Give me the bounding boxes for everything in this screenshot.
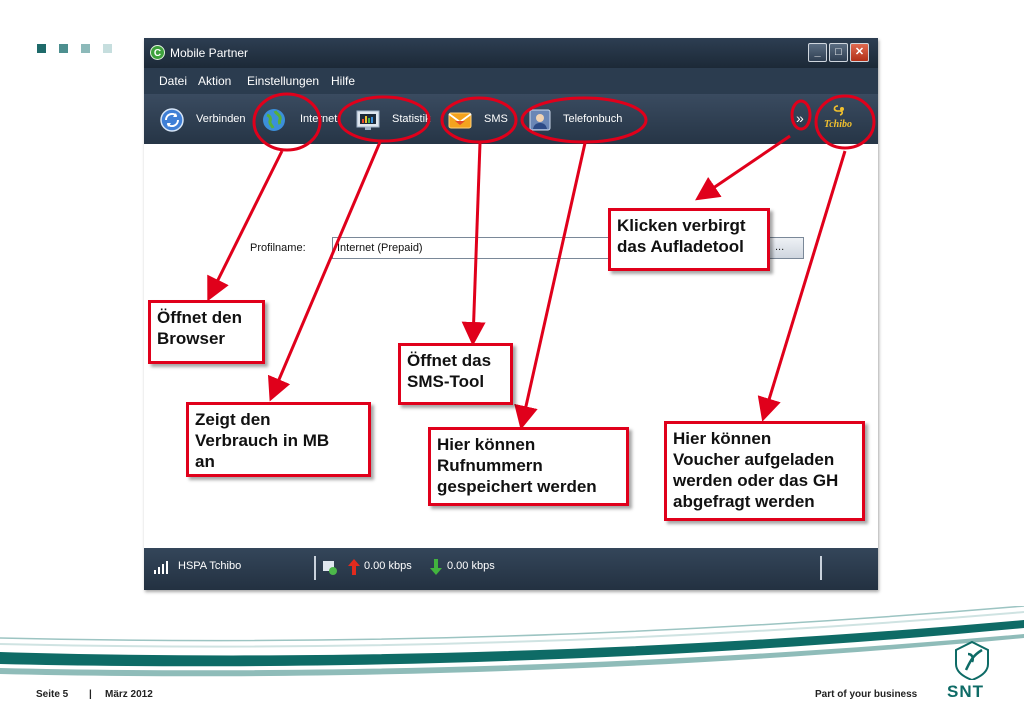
slide-bullet-4	[103, 44, 112, 53]
connect-button[interactable]: Verbinden	[160, 108, 250, 132]
footer-tagline: Part of your business	[815, 689, 918, 700]
slide-bullet-1	[37, 44, 46, 53]
statistics-button[interactable]: Statistik	[356, 108, 436, 132]
signal-strength-icon	[154, 561, 168, 574]
profile-name-label: Profilname:	[250, 242, 306, 254]
connect-icon	[160, 108, 184, 132]
title-bar: C Mobile Partner _ □ ✕	[144, 38, 878, 68]
app-icon: C	[150, 45, 165, 60]
sms-button[interactable]: SMS	[448, 108, 518, 132]
expand-more-button[interactable]: »	[794, 108, 808, 132]
statistics-label: Statistik	[392, 113, 431, 125]
menu-einstellungen[interactable]: Einstellungen	[247, 74, 320, 88]
status-bar: HSPA Tchibo 0.00 kbps 0.00 kbps	[144, 548, 878, 590]
toolbar: Verbinden Internet Statistik	[144, 94, 878, 144]
snt-logo-icon	[955, 640, 989, 680]
phonebook-button[interactable]: Telefonbuch	[528, 108, 638, 132]
internet-label: Internet	[300, 113, 338, 125]
footer-separator: |	[89, 689, 92, 700]
callout-sms-tool: Öffnet das SMS-Tool	[398, 343, 513, 405]
phonebook-label: Telefonbuch	[563, 113, 623, 125]
minimize-button[interactable]: _	[808, 43, 827, 62]
menu-aktion[interactable]: Aktion	[198, 74, 232, 88]
envelope-icon	[448, 112, 472, 129]
internet-button[interactable]: Internet	[262, 108, 342, 132]
slide-bullet-2	[59, 44, 68, 53]
maximize-button[interactable]: □	[829, 43, 848, 62]
upload-speed: 0.00 kbps	[364, 560, 412, 572]
callout-voucher: Hier können Voucher aufgeladen werden od…	[664, 421, 865, 521]
connect-label: Verbinden	[196, 113, 246, 125]
footer-date: März 2012	[105, 689, 153, 700]
download-speed: 0.00 kbps	[447, 560, 495, 572]
menu-bar: Datei Aktion Einstellungen Hilfe	[144, 68, 878, 94]
statistics-icon	[356, 110, 380, 130]
callout-hide-tool: Klicken verbirgt das Aufladetool	[608, 208, 770, 271]
upload-arrow-icon	[348, 559, 360, 575]
chevron-double-right-icon: »	[796, 110, 804, 126]
status-divider	[314, 556, 316, 580]
window-title: Mobile Partner	[170, 46, 249, 60]
slide-bullet-3	[81, 44, 90, 53]
menu-hilfe[interactable]: Hilfe	[331, 74, 356, 88]
tchibo-label: Tchibo	[824, 119, 852, 130]
snt-logo-text: SNT	[947, 682, 984, 701]
phonebook-icon	[529, 109, 551, 131]
callout-phone-numbers: Hier können Rufnummern gespeichert werde…	[428, 427, 629, 506]
callout-browser: Öffnet den Browser	[148, 300, 265, 364]
network-status: HSPA Tchibo	[178, 560, 242, 572]
profile-name-value: Internet (Prepaid)	[337, 242, 423, 254]
page-number: Seite 5	[36, 689, 69, 700]
menu-datei[interactable]: Datei	[159, 74, 188, 88]
close-button[interactable]: ✕	[850, 43, 869, 62]
callout-usage: Zeigt den Verbrauch in MB an	[186, 402, 371, 477]
footer-swoosh	[0, 606, 1024, 677]
profile-options-label: ...	[775, 241, 785, 253]
globe-icon	[263, 109, 285, 131]
download-arrow-icon	[430, 559, 442, 575]
connection-monitor-icon	[323, 561, 337, 575]
tchibo-brand-button[interactable]: Tchibo	[820, 104, 864, 130]
sms-label: SMS	[484, 113, 508, 125]
status-divider-right	[820, 556, 822, 580]
